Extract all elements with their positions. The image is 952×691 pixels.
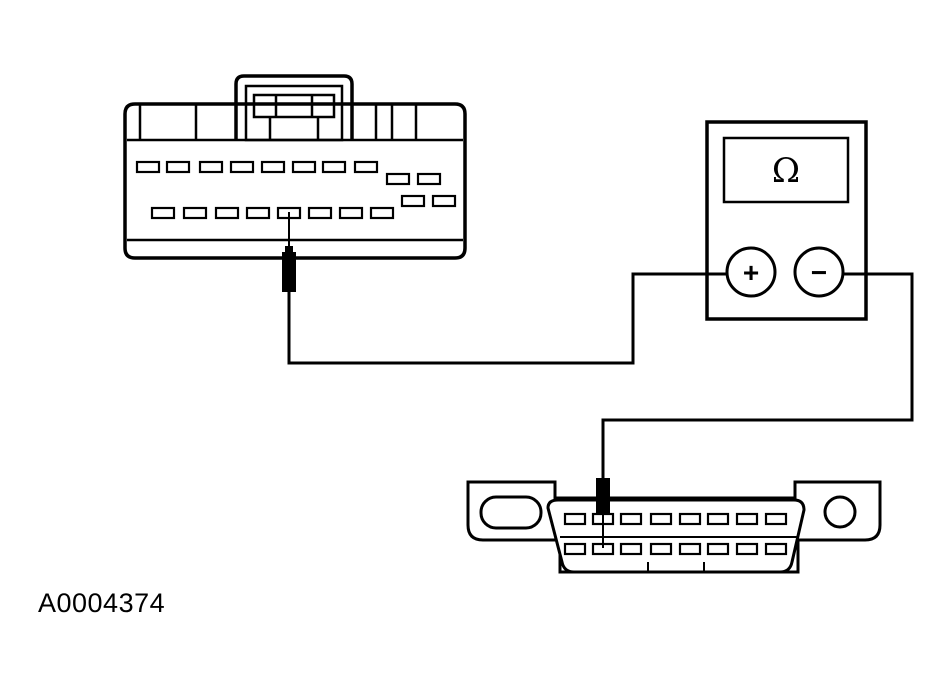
- ohmmeter: Ω + −: [705, 120, 868, 321]
- pin-cavity: [385, 172, 411, 186]
- negative-terminal[interactable]: [793, 246, 845, 298]
- positive-test-lead: [287, 272, 727, 365]
- lower-probe: [596, 478, 610, 548]
- pin-cavity: [678, 542, 702, 556]
- pin-cavity: [563, 542, 587, 556]
- pin-cavity: [353, 160, 379, 174]
- dlc-left-slot: [479, 495, 543, 530]
- pin-cavity: [431, 194, 457, 208]
- pin-cavity: [245, 206, 271, 220]
- pin-cavity: [150, 206, 176, 220]
- pin-cavity: [563, 512, 587, 526]
- pin-cavity: [619, 542, 643, 556]
- figure-id: A0004374: [38, 588, 166, 618]
- pin-cavity: [260, 160, 286, 174]
- pin-cavity: [214, 206, 240, 220]
- upper-connector-pins: [135, 160, 457, 220]
- pin-cavity: [764, 512, 788, 526]
- pin-cavity: [182, 206, 208, 220]
- upper-connector: [123, 74, 467, 260]
- pin-cavity: [678, 512, 702, 526]
- pin-cavity: [291, 160, 317, 174]
- pin-cavity: [307, 206, 333, 220]
- dlc-right-mount-hole: [823, 495, 857, 529]
- pin-cavity: [416, 172, 442, 186]
- pin-cavity: [165, 160, 191, 174]
- pin-cavity: [229, 160, 255, 174]
- pin-cavity: [198, 160, 224, 174]
- test-leads: [287, 272, 914, 485]
- pin-cavity: [321, 160, 347, 174]
- pin-cavity: [135, 160, 161, 174]
- upper-connector-body: [123, 102, 467, 260]
- pin-cavity: [649, 542, 673, 556]
- upper-probe: [282, 212, 296, 292]
- pin-cavity: [764, 542, 788, 556]
- positive-terminal[interactable]: [725, 246, 777, 298]
- pin-cavity: [400, 194, 426, 208]
- negative-terminal-label: −: [811, 257, 827, 288]
- pin-cavity: [369, 206, 395, 220]
- ohmmeter-display: [722, 136, 850, 204]
- pin-cavity: [706, 542, 730, 556]
- negative-test-lead: [601, 272, 914, 485]
- pin-cavity: [735, 512, 759, 526]
- dlc-pins: [563, 512, 788, 556]
- pin-cavity: [706, 512, 730, 526]
- pin-cavity: [619, 512, 643, 526]
- pin-cavity: [338, 206, 364, 220]
- pin-cavity: [649, 512, 673, 526]
- ohm-symbol: Ω: [772, 151, 800, 191]
- pin-cavity: [735, 542, 759, 556]
- dlc-connector: [466, 480, 882, 574]
- upper-connector-lock-tab: [234, 74, 354, 140]
- positive-terminal-label: +: [743, 257, 759, 288]
